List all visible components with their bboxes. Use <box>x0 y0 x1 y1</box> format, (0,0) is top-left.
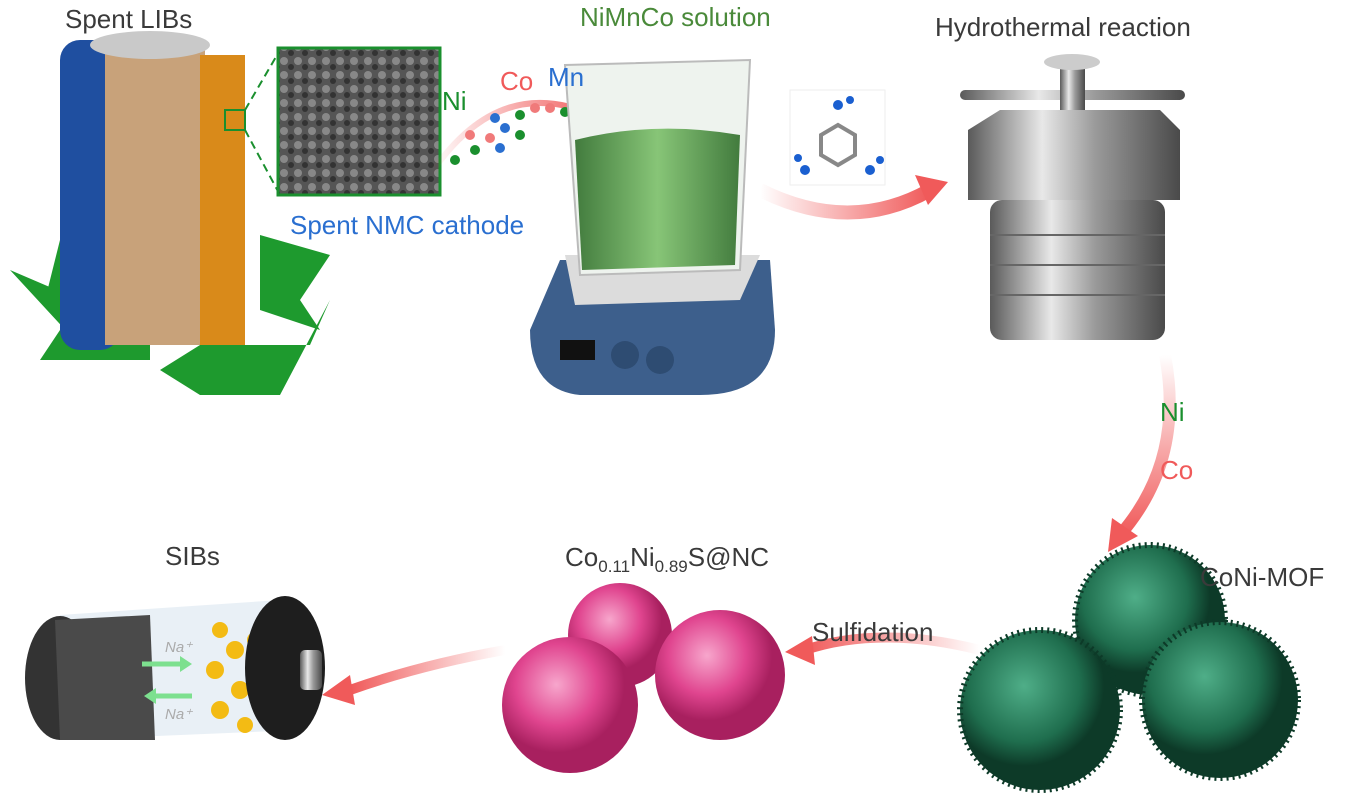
product-ni-sub: 0.89 <box>654 557 688 577</box>
product-co: Co <box>565 542 599 572</box>
assembly-arrow <box>348 645 506 695</box>
mof-arrow <box>1115 353 1176 539</box>
product-ni: Ni <box>630 542 655 572</box>
na-ion-bottom-label: Na⁺ <box>165 706 193 723</box>
sodium-ion-battery-icon <box>25 596 325 740</box>
cons-nc-particles <box>502 583 785 773</box>
ion-mn-label: Mn <box>548 62 585 92</box>
linker-molecule-icon <box>789 89 886 186</box>
spent-libs-label: Spent LIBs <box>65 4 193 34</box>
ion-ni-label: Ni <box>442 86 467 116</box>
spent-battery-icon <box>60 31 281 350</box>
hydrothermal-arrow <box>756 183 934 220</box>
sibs-label: SIBs <box>165 541 220 571</box>
beaker-icon <box>563 58 752 277</box>
arrow-ni-label: Ni <box>1160 397 1185 427</box>
hydrothermal-label: Hydrothermal reaction <box>935 12 1191 42</box>
autoclave-icon <box>960 54 1185 340</box>
coni-mof-label: CoNi-MOF <box>1200 562 1325 592</box>
sulfidation-arrow <box>803 632 982 655</box>
sulfidation-label: Sulfidation <box>812 617 934 647</box>
product-co-sub: 0.11 <box>598 557 631 577</box>
product-rest: S@NC <box>687 542 770 572</box>
product-formula-label: Co0.11Ni0.89S@NC <box>565 542 769 577</box>
spent-nmc-label: Spent NMC cathode <box>290 210 525 240</box>
hotplate-stirrer-icon <box>530 255 775 395</box>
ion-co-label: Co <box>500 66 534 96</box>
coni-mof-particles <box>957 542 1301 793</box>
sem-image <box>276 46 442 197</box>
na-ion-top-label: Na⁺ <box>165 639 193 656</box>
nimnco-solution-label: NiMnCo solution <box>580 2 771 32</box>
ion-dots <box>450 103 570 165</box>
arrow-co-label: Co <box>1160 455 1194 485</box>
